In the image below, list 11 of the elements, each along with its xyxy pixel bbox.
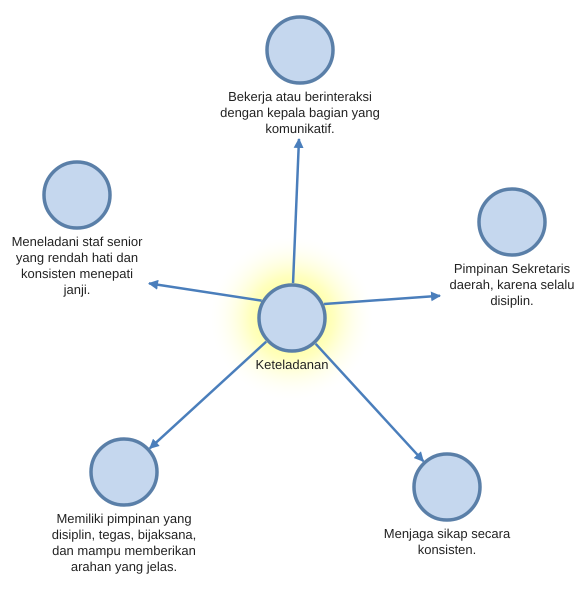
node-label: Menjaga sikap secara konsisten. [382, 526, 512, 558]
node-label: Keteladanan [255, 357, 328, 373]
arrow [314, 342, 424, 462]
arrow [148, 280, 262, 302]
node-label: Meneladani staf senior yang rendah hati dan konsisten menepati janji. [10, 234, 144, 298]
node-label: Bekerja atau berinteraksi dengan kepala bagian yang komunikatif. [220, 89, 380, 137]
arrow [292, 138, 304, 284]
node-label: Memiliki pimpinan yang disiplin, tegas, bijaksana, dan mampu memberikan arahan yang jelas. [50, 511, 198, 575]
arrow [324, 291, 441, 306]
node-label: Pimpinan Sekretaris daerah, karena selalu disiplin. [448, 261, 576, 309]
arrow [148, 340, 268, 450]
